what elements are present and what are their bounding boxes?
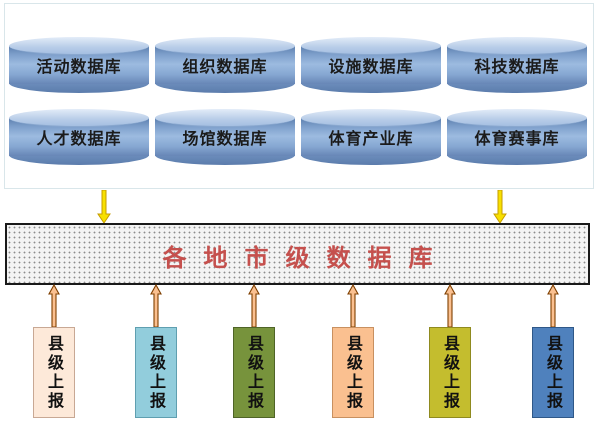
county-report-label: 县级上报 [544, 334, 563, 411]
database-label: 组织数据库 [182, 57, 268, 76]
county-report-label: 县级上报 [147, 334, 166, 411]
database-cylinder-sports-events: 体育赛事库 [447, 109, 587, 165]
county-report-label: 县级上报 [245, 334, 264, 411]
city-database-title: 各地市级数据库 [162, 244, 450, 272]
county-report-box: 县级上报 [135, 327, 177, 418]
up-arrow-icon [248, 284, 260, 328]
database-label: 场馆数据库 [182, 129, 268, 148]
up-arrow-icon [150, 284, 162, 328]
database-label: 体育产业库 [328, 129, 414, 148]
database-label: 人才数据库 [36, 129, 122, 148]
down-arrow-icon [97, 190, 111, 224]
database-cylinder-talent: 人才数据库 [9, 109, 149, 165]
database-label: 体育赛事库 [474, 129, 560, 148]
county-report-box: 县级上报 [429, 327, 471, 418]
county-report-label: 县级上报 [45, 334, 64, 411]
database-label: 设施数据库 [328, 57, 414, 76]
county-report-box: 县级上报 [33, 327, 75, 418]
database-label: 活动数据库 [36, 57, 122, 76]
database-panel: 活动数据库 组织数据库 设施数据库 科技数据库 人才数据库 场馆数据库 体育产业… [4, 3, 594, 189]
down-arrow-icon [493, 190, 507, 224]
county-report-label: 县级上报 [441, 334, 460, 411]
up-arrow-icon [48, 284, 60, 328]
database-cylinder-venue: 场馆数据库 [155, 109, 295, 165]
up-arrow-icon [347, 284, 359, 328]
county-report-box: 县级上报 [233, 327, 275, 418]
up-arrow-icon [444, 284, 456, 328]
database-cylinder-facility: 设施数据库 [301, 37, 441, 93]
database-cylinder-sports-industry: 体育产业库 [301, 109, 441, 165]
database-cylinder-organization: 组织数据库 [155, 37, 295, 93]
database-cylinder-technology: 科技数据库 [447, 37, 587, 93]
county-report-box: 县级上报 [332, 327, 374, 418]
county-report-box: 县级上报 [532, 327, 574, 418]
database-label: 科技数据库 [474, 57, 560, 76]
up-arrow-icon [547, 284, 559, 328]
database-cylinder-activity: 活动数据库 [9, 37, 149, 93]
county-report-label: 县级上报 [344, 334, 363, 411]
city-database-box: 各地市级数据库 [5, 223, 590, 285]
